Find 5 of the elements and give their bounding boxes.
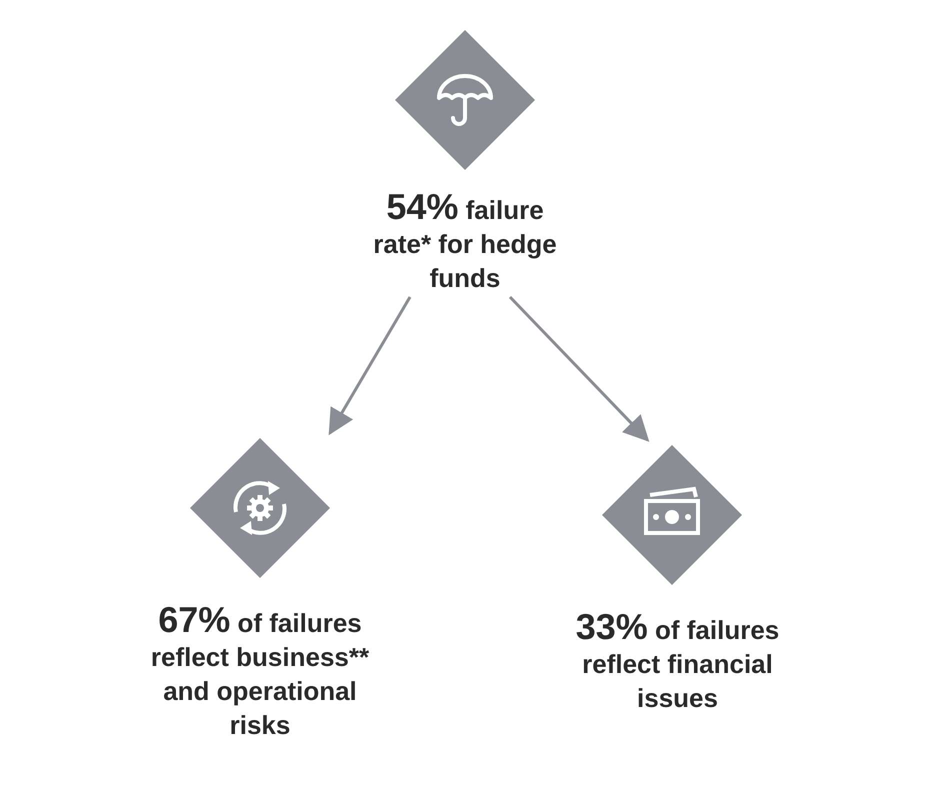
arrow <box>328 296 412 436</box>
stat-text: 54% failure rate* for hedge funds <box>372 190 558 295</box>
arrow <box>508 296 650 442</box>
stat-text: 67% of failures reflect business** and operational risks <box>150 603 370 742</box>
stat-text: 33% of failures reflect financial issues <box>574 610 780 715</box>
